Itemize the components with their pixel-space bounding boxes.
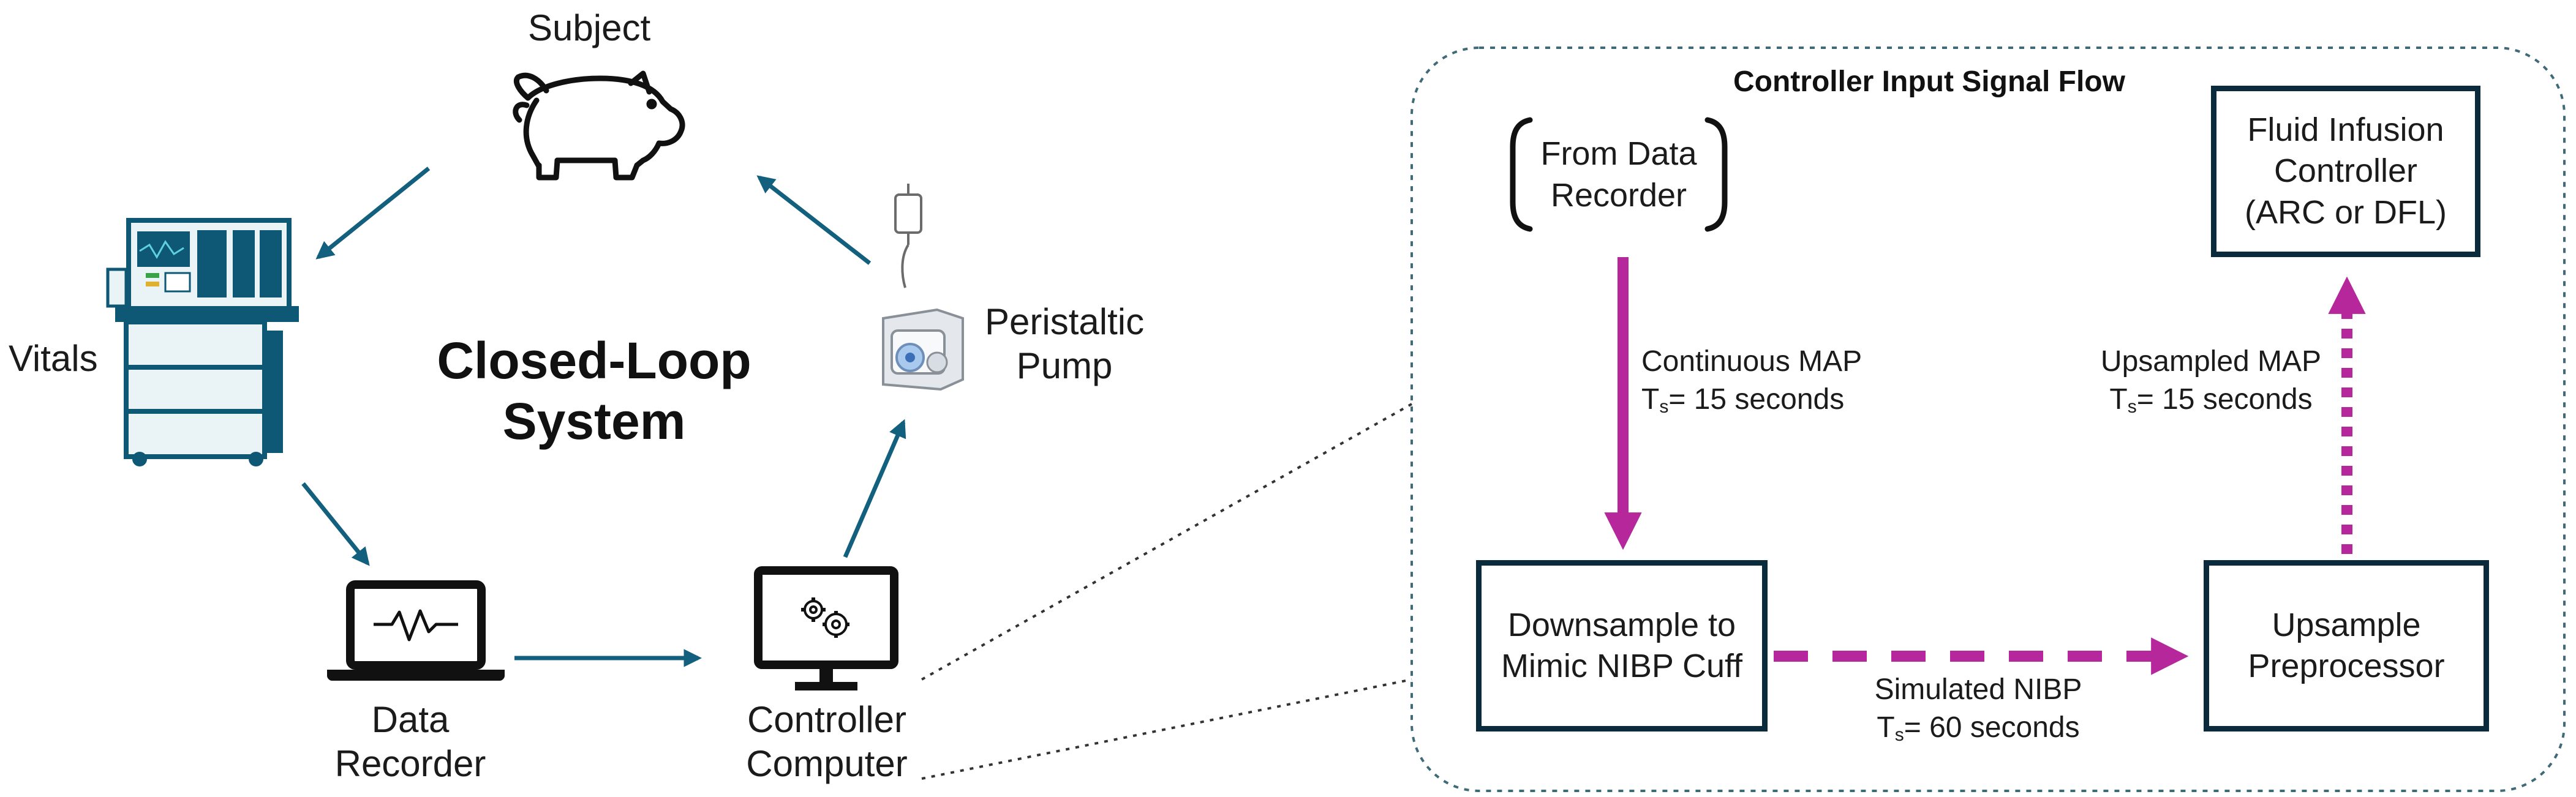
downsample-line1: Downsample to — [1507, 606, 1736, 643]
upsampled-map-text: Upsampled MAP — [2100, 345, 2322, 378]
fic-line1: Fluid Infusion — [2247, 111, 2444, 148]
subject-label: Subject — [528, 7, 651, 48]
downsample-box: Downsample to Mimic NIBP Cuff — [1476, 560, 1768, 732]
vitals-label: Vitals — [9, 338, 98, 379]
source-label-line1: From Data — [1540, 135, 1697, 172]
fluid-infusion-controller-box: Fluid Infusion Controller (ARC or DFL) — [2211, 86, 2480, 257]
loop-arrows — [301, 167, 906, 667]
downsample-line2: Mimic NIBP Cuff — [1501, 648, 1743, 684]
recorder-label: Data Recorder — [318, 698, 502, 786]
continuous-map-label: Continuous MAP Ts= 15 seconds — [1641, 343, 1862, 419]
fic-line3: (ARC or DFL) — [2244, 193, 2447, 231]
pump-label: Peristaltic Pump — [985, 300, 1144, 388]
continuous-map-ts: Ts= 15 seconds — [1641, 383, 1845, 417]
recorder-label-line2: Recorder — [334, 743, 486, 784]
controller-computer-label: Controller Computer — [723, 698, 931, 786]
upsample-line2: Preprocessor — [2248, 648, 2445, 684]
closed-loop-title-line2: System — [502, 392, 686, 451]
arrow-controller-to-pump — [843, 419, 906, 558]
arrow-pump-to-subject — [756, 175, 872, 265]
signal-flow-title: Controller Input Signal Flow — [1733, 65, 2125, 98]
source-bracket — [1510, 117, 1728, 232]
upsample-line1: Upsample — [2272, 606, 2421, 643]
controller-label-line2: Computer — [746, 743, 908, 784]
source-label-line2: Recorder — [1550, 176, 1687, 214]
upsampled-map-label: Upsampled MAP Ts= 15 seconds — [2095, 343, 2327, 419]
signal-arrows — [1604, 257, 2366, 675]
simulated-nibp-label: Simulated NIBP Ts= 60 seconds — [1856, 671, 2101, 747]
closed-loop-title-line1: Closed-Loop — [437, 332, 751, 389]
simulated-nibp-ts: Ts= 60 seconds — [1877, 711, 2080, 746]
source-label: From Data Recorder — [1525, 133, 1712, 216]
closed-loop-title: Closed-Loop System — [423, 331, 766, 452]
iv-bag-icon — [894, 184, 922, 288]
pump-label-line1: Peristaltic — [985, 301, 1145, 342]
controller-label-line1: Controller — [747, 699, 907, 740]
zoom-connector-lines — [921, 403, 1412, 780]
anesthesia-machine-icon — [106, 218, 299, 466]
upsample-box: Upsample Preprocessor — [2204, 560, 2489, 732]
fic-line2: Controller — [2273, 152, 2418, 190]
laptop-waveform-icon — [327, 580, 505, 681]
recorder-label-line1: Data — [371, 699, 450, 740]
signal-flow-panel — [1410, 47, 2566, 792]
arrow-subject-to-vitals — [315, 167, 431, 260]
continuous-map-text: Continuous MAP — [1641, 345, 1862, 378]
upsampled-map-ts: Ts= 15 seconds — [2109, 383, 2313, 417]
arrow-vitals-to-recorder — [301, 482, 370, 566]
pump-label-line2: Pump — [1016, 345, 1113, 386]
pig-icon — [513, 70, 685, 181]
simulated-nibp-text: Simulated NIBP — [1874, 673, 2082, 706]
monitor-gears-icon — [754, 566, 898, 690]
peristaltic-pump-icon — [882, 308, 964, 391]
